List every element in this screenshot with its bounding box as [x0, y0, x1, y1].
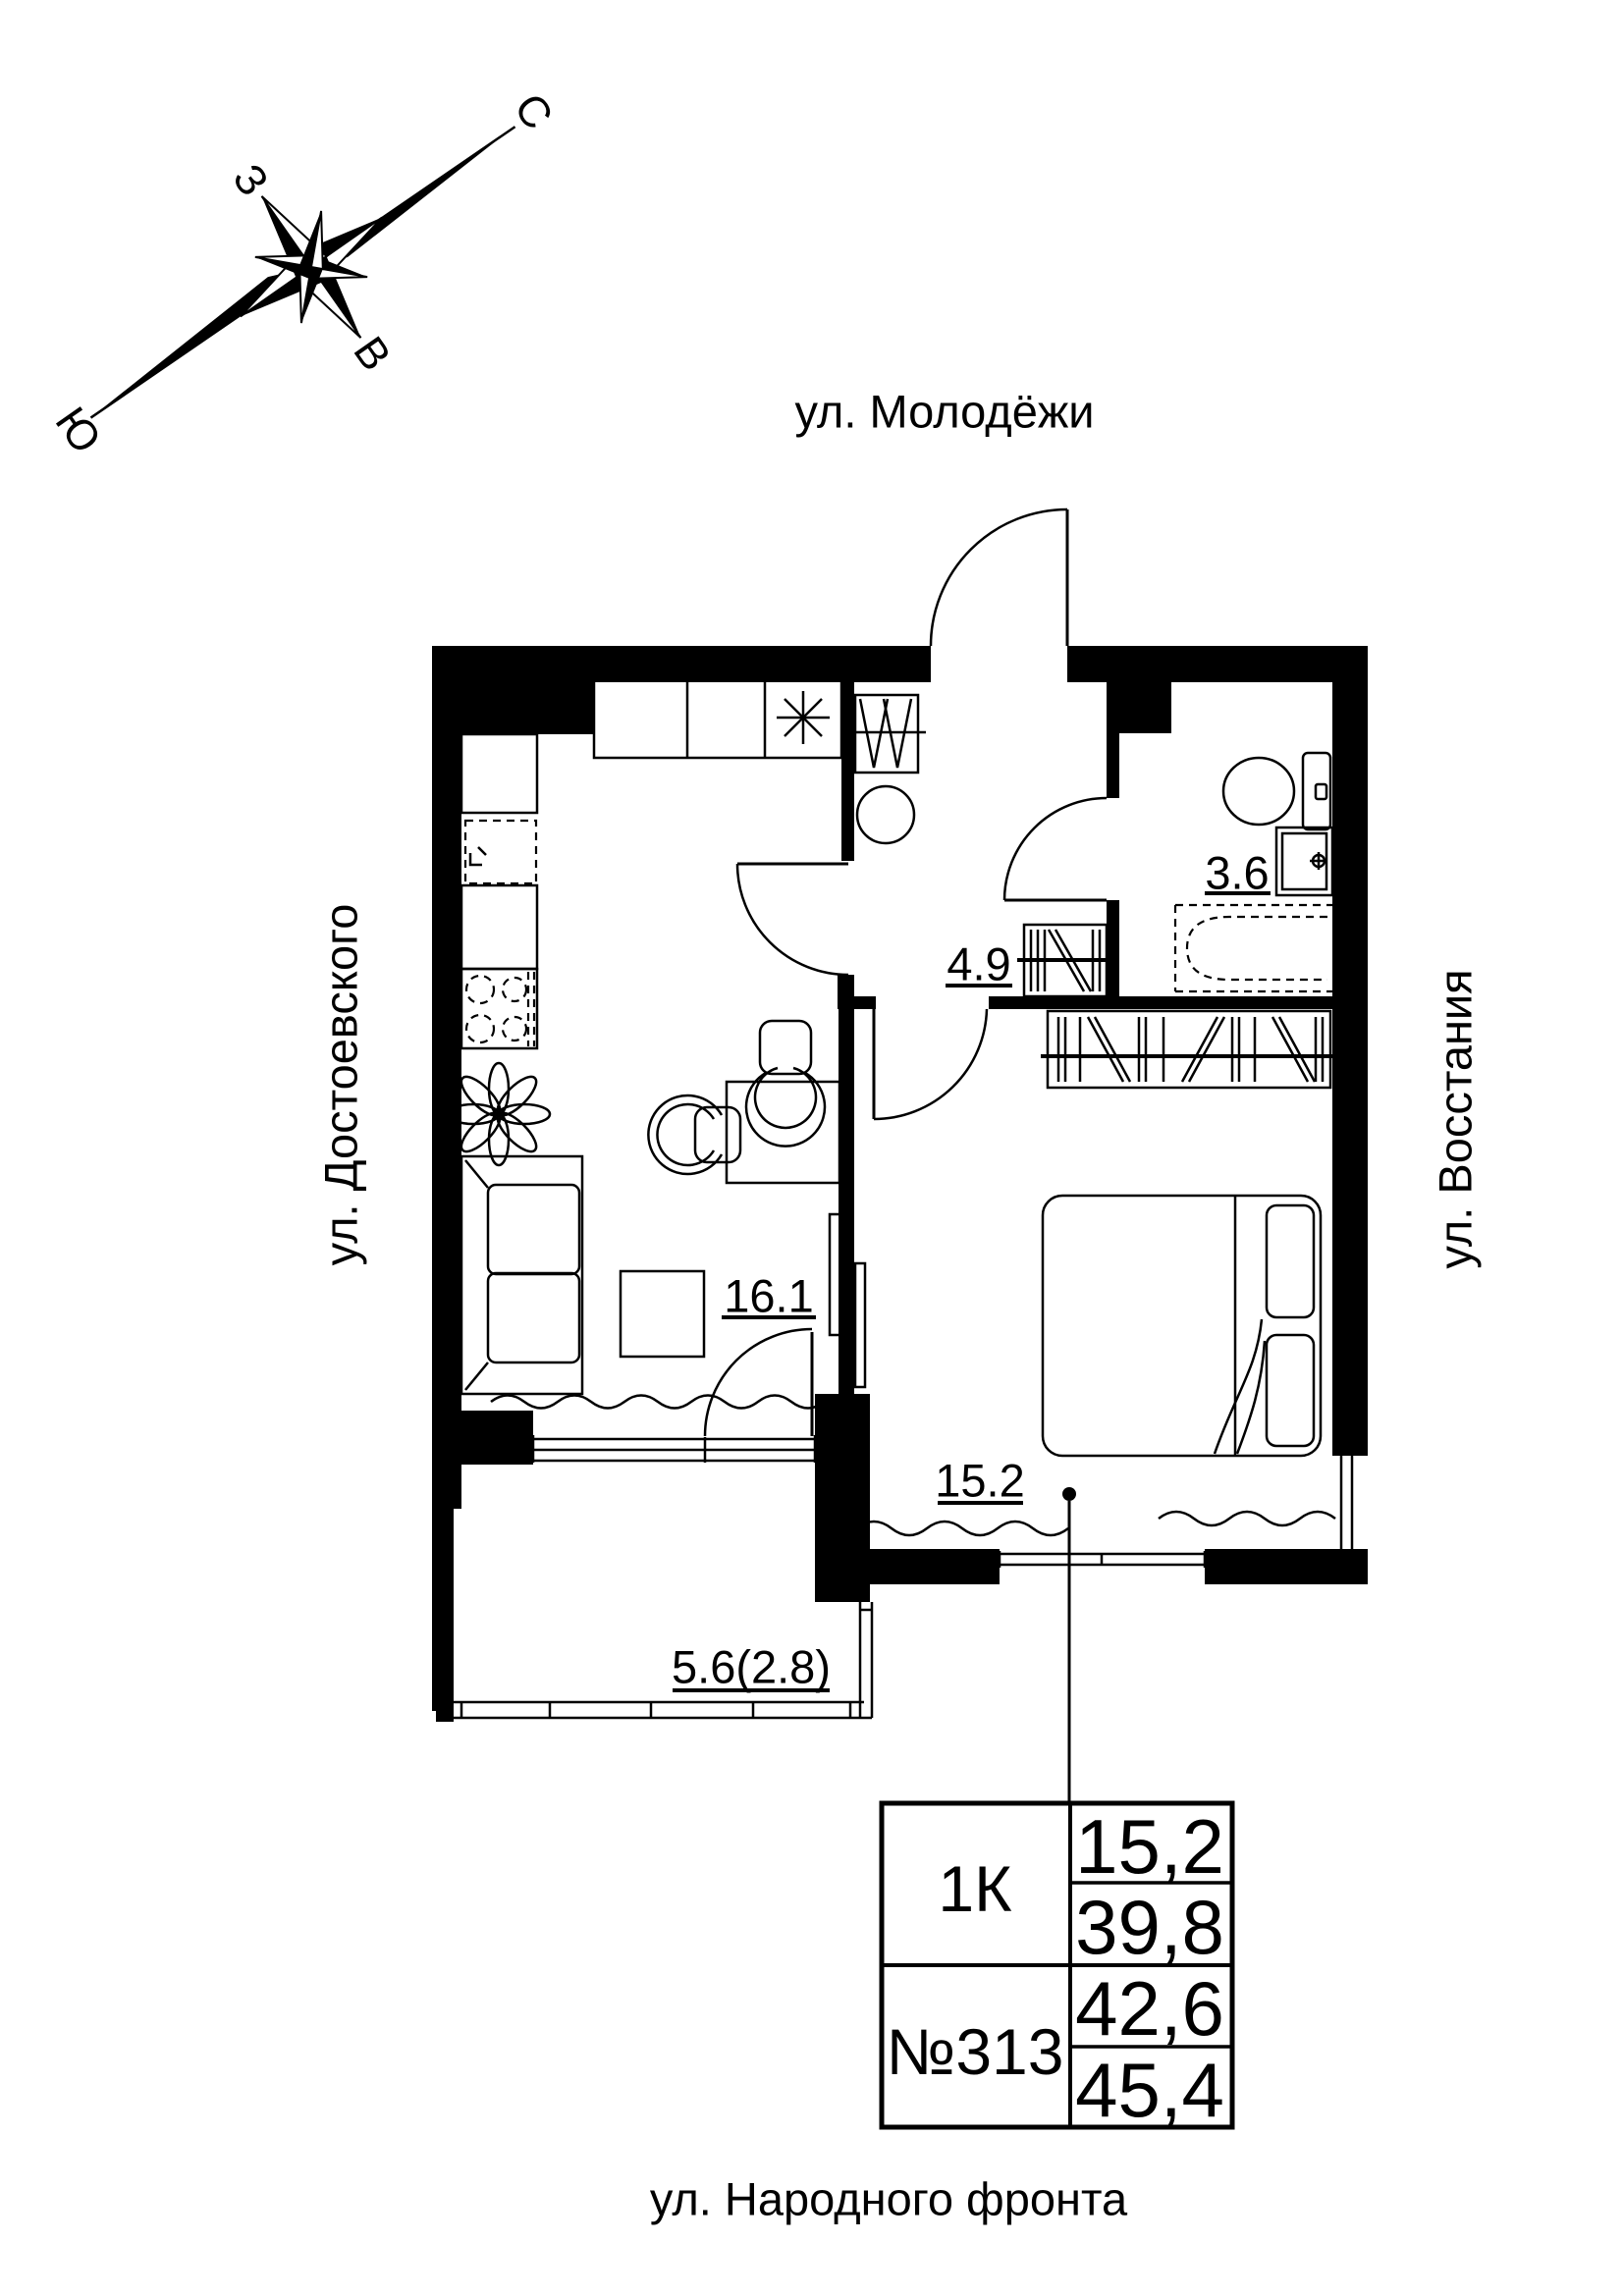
windows: [531, 1435, 1354, 1568]
bedroom-door: [872, 1008, 989, 1121]
tv-unit-living: [828, 1212, 842, 1337]
svg-text:16.1: 16.1: [724, 1270, 813, 1322]
balcony-door: [703, 1327, 814, 1437]
street-label-right: ул. Восстания: [1430, 969, 1482, 1268]
stove: [460, 967, 539, 1050]
svg-text:15.2: 15.2: [935, 1455, 1024, 1507]
svg-text:4.9: 4.9: [947, 938, 1010, 990]
compass-south-label: Ю: [46, 399, 111, 462]
wardrobe: [1041, 1009, 1332, 1090]
compass-west-label: З: [223, 156, 277, 205]
compass-north-label: С: [505, 85, 562, 138]
fridge-mark-icon: [468, 846, 487, 867]
stool: [855, 784, 916, 845]
street-label-bottom: ул. Народного фронта: [650, 2173, 1128, 2225]
area-without-balcony-value: 39,8: [1075, 1884, 1224, 1970]
sofa: [460, 1154, 584, 1396]
room-label-bedroom: 15.2: [935, 1455, 1024, 1507]
room-label-bathroom: 3.6: [1205, 847, 1271, 899]
tv-unit-bedroom: [853, 1261, 867, 1389]
room-label-kitchen-living: 16.1: [722, 1270, 816, 1322]
chair-left: [647, 1094, 742, 1176]
desk: [725, 1080, 841, 1185]
walls: [432, 646, 1368, 1722]
hall-closet: [1017, 923, 1114, 998]
street-label-top: ул. Молодёжи: [794, 386, 1094, 438]
leader-line: [1062, 1487, 1076, 1803]
room-label-loggia: 5.6(2.8): [672, 1641, 831, 1693]
info-table: 1К №313 15,2 39,8 42,6 45,4: [879, 1800, 1235, 2133]
apartment-type: 1К: [938, 1852, 1012, 1925]
sink-asterisk-icon: [777, 691, 830, 744]
compass-east-label: В: [344, 328, 400, 379]
room-label-hallway: 4.9: [946, 938, 1012, 990]
curtains: [490, 1394, 1336, 1537]
total-with-balcony-value: 45,4: [1075, 2047, 1224, 2133]
coffee-table: [619, 1269, 706, 1359]
washbasin: [1274, 826, 1334, 897]
svg-text:5.6(2.8): 5.6(2.8): [672, 1641, 831, 1693]
living-area-value: 15,2: [1075, 1803, 1224, 1890]
kitchen-door: [735, 862, 849, 977]
kitchen-cabinets: [460, 677, 843, 971]
bathroom-door: [1002, 796, 1108, 902]
chair-top: [744, 1019, 827, 1148]
toilet: [1221, 751, 1332, 831]
street-label-left: ул. Достоевского: [315, 904, 367, 1266]
total-area-value: 42,6: [1075, 1965, 1224, 2052]
apartment-number: №313: [887, 2015, 1064, 2088]
coat-hanger: [846, 693, 926, 774]
bed: [1041, 1194, 1323, 1458]
entrance-door: [929, 507, 1069, 647]
svg-text:3.6: 3.6: [1205, 847, 1269, 899]
compass-star: [240, 195, 383, 339]
plant: [446, 1061, 552, 1167]
loggia-glazing: [439, 1602, 874, 1720]
compass-rose: С Ю З В: [46, 85, 563, 462]
bathtub: [1173, 903, 1332, 993]
